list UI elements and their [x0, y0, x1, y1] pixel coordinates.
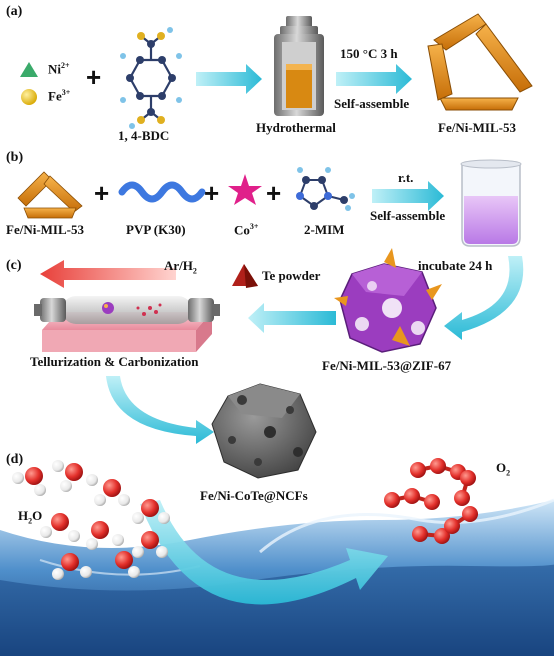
cote-ncf-polyhedron: [211, 383, 317, 479]
mim-molecule: [296, 167, 355, 211]
zif67-composite-label: Fe/Ni-MIL-53@ZIF-67: [322, 358, 452, 373]
arrow-to-beaker: [372, 181, 444, 211]
temperature-time-label: 150 °C 3 h: [340, 46, 398, 61]
mil53-product-label: Fe/Ni-MIL-53: [438, 120, 516, 135]
tube-furnace-icon: [34, 296, 220, 352]
fe-ion-label: Fe3+: [48, 88, 71, 104]
water-label: H2O: [18, 508, 43, 526]
mil53-label-b: Fe/Ni-MIL-53: [6, 222, 84, 237]
pvp-label: PVP (K30): [126, 222, 186, 237]
water-molecules: [12, 460, 170, 580]
bdc-atoms: [120, 27, 182, 129]
mil53-triangle-product: [427, 13, 533, 111]
ar-h2-flow-arrow: [40, 260, 176, 288]
autoclave-icon: [274, 16, 324, 116]
panel-label-b: (b): [6, 150, 24, 165]
ar-h2-label: Ar/H2: [164, 258, 197, 276]
hydrothermal-label: Hydrothermal: [256, 120, 336, 135]
plus-sign-b3: +: [266, 178, 282, 208]
panel-label-a: (a): [6, 4, 23, 19]
mil53-triangle-small: [17, 171, 83, 219]
arrow-to-zif67: [444, 256, 524, 340]
self-assemble-b-label: Self-assemble: [370, 208, 446, 223]
arrow-to-hydrothermal: [196, 64, 262, 94]
plus-sign-a: +: [86, 62, 102, 92]
beaker-icon: [460, 159, 522, 247]
rt-label: r.t.: [398, 170, 414, 185]
pvp-chain-icon: [118, 181, 206, 203]
water-wave: [0, 498, 554, 656]
panel-label-d: (d): [6, 452, 24, 467]
oxygen-atoms: [384, 458, 478, 544]
mim-label: 2-MIM: [304, 222, 345, 237]
bdc-molecule: [129, 35, 173, 121]
oxygen-label: O2: [496, 460, 511, 478]
plus-sign-b2: +: [204, 178, 220, 208]
bdc-label: 1, 4-BDC: [118, 128, 170, 143]
fe-ion-marker: [21, 89, 37, 105]
zif67-polyhedron: [334, 248, 442, 353]
ni-ion-marker: [20, 62, 38, 77]
ni-ion-label: Ni2+: [48, 61, 70, 77]
te-powder-label: Te powder: [262, 268, 321, 283]
self-assemble-a-label: Self-assemble: [334, 96, 410, 111]
arrow-to-cote: [106, 376, 214, 444]
tellurization-label: Tellurization & Carbonization: [30, 354, 199, 369]
te-powder-icon: [232, 264, 258, 288]
incubate-label: incubate 24 h: [418, 258, 493, 273]
arrow-to-furnace: [248, 303, 336, 333]
co-ion-label: Co3+: [234, 222, 259, 238]
plus-sign-b1: +: [94, 178, 110, 208]
arrow-to-mil53: [336, 64, 412, 94]
panel-label-c: (c): [6, 258, 22, 273]
big-reaction-arrow: [140, 500, 388, 605]
cote-ncf-label: Fe/Ni-CoTe@NCFs: [200, 488, 308, 503]
co-ion-marker: [228, 174, 262, 205]
